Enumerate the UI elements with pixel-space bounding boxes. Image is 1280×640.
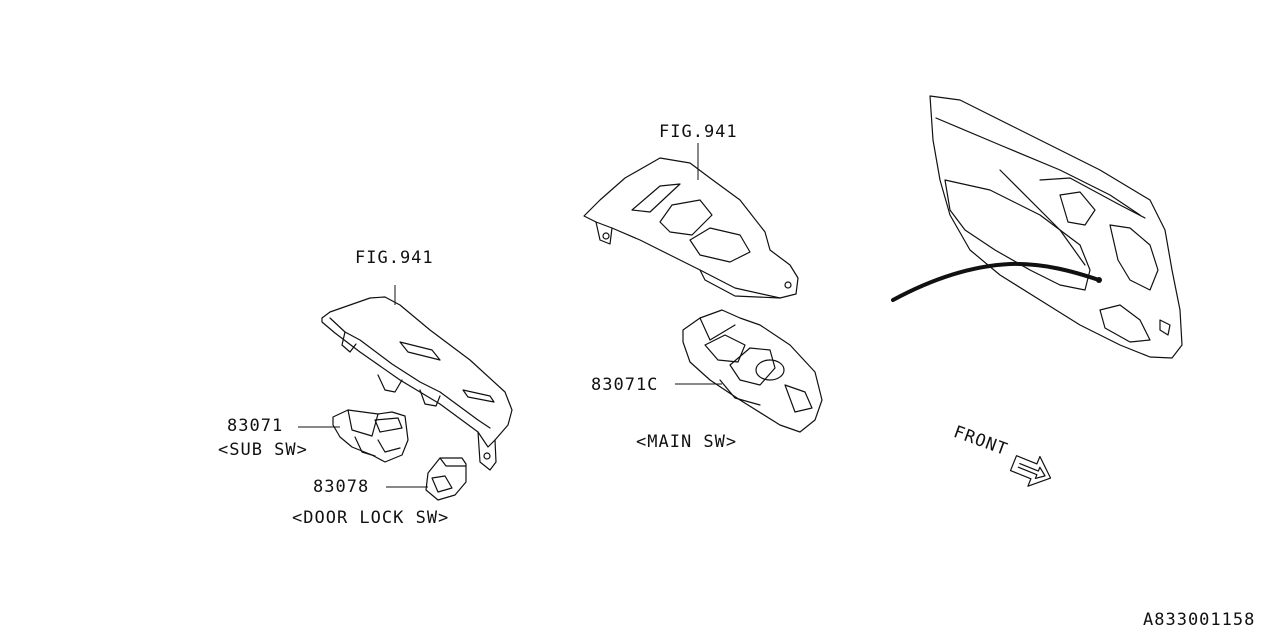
sub-sw-part-number: 83071 (227, 416, 284, 436)
fig-941-left-label: FIG.941 (355, 248, 434, 268)
sub-sw-name: <SUB SW> (218, 440, 308, 460)
left-door-trim-bezel (321, 285, 513, 471)
main-switch-part (675, 309, 823, 433)
center-switch-bezel (583, 143, 799, 299)
main-sw-name: <MAIN SW> (636, 432, 738, 452)
door-lock-sw-name: <DOOR LOCK SW> (292, 508, 450, 528)
door-lock-sw-part-number: 83078 (313, 477, 370, 497)
main-sw-part-number: 83071C (591, 375, 659, 395)
diagram-id: A833001158 (1143, 610, 1256, 630)
fig-941-center-label: FIG.941 (659, 122, 738, 142)
front-arrow-icon (1009, 455, 1052, 487)
door-lock-switch-part (386, 457, 467, 501)
sub-switch-part (298, 409, 409, 463)
door-trim-panel (891, 95, 1183, 359)
